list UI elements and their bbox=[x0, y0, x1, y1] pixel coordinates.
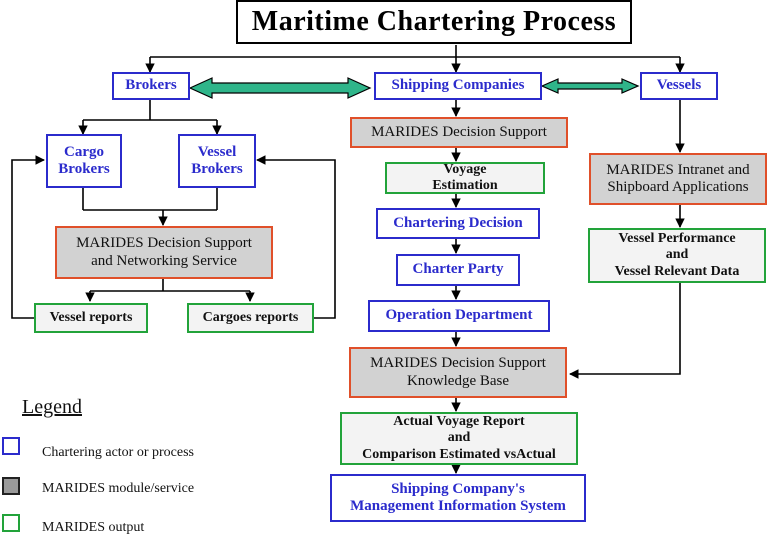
node-actual-voyage-report: Actual Voyage Report and Comparison Esti… bbox=[340, 412, 578, 465]
double-arrow-shipping-vessels bbox=[540, 78, 640, 94]
node-marides-knowledge-base: MARIDES Decision Support Knowledge Base bbox=[349, 347, 567, 398]
actual-voyage-line-1: Actual Voyage Report bbox=[393, 414, 525, 430]
double-arrow-brokers-shipping bbox=[188, 77, 372, 99]
vessel-performance-line-1: Vessel Performance bbox=[618, 231, 736, 247]
diagram-title: Maritime Chartering Process bbox=[236, 0, 632, 44]
node-cargo-brokers: Cargo Brokers bbox=[46, 134, 122, 188]
legend-swatch-actor bbox=[2, 437, 20, 455]
edge-title-bus bbox=[150, 45, 680, 58]
legend-swatch-output bbox=[2, 514, 20, 532]
edge-vessel-reports-loop bbox=[11, 155, 45, 319]
node-marides-decision-support: MARIDES Decision Support bbox=[350, 117, 568, 148]
mis-line-1: Shipping Company's bbox=[391, 480, 525, 497]
legend-title: Legend bbox=[22, 396, 82, 418]
node-shipping-companies: Shipping Companies bbox=[374, 72, 542, 100]
voyage-estimation-line-2: Estimation bbox=[432, 178, 498, 193]
vessel-brokers-line-2: Brokers bbox=[191, 161, 243, 177]
edge-performance-knowledge bbox=[569, 283, 681, 379]
node-vessel-reports: Vessel reports bbox=[34, 303, 148, 333]
knowledge-base-line-1: MARIDES Decision Support bbox=[370, 355, 546, 372]
node-vessel-brokers: Vessel Brokers bbox=[178, 134, 256, 188]
node-operation-department: Operation Department bbox=[368, 300, 550, 332]
marides-networking-line-2: and Networking Service bbox=[91, 252, 237, 269]
knowledge-base-line-2: Knowledge Base bbox=[406, 372, 510, 389]
node-charter-party: Charter Party bbox=[396, 254, 520, 286]
edge-brokers-networking-bus bbox=[82, 188, 218, 211]
vessel-performance-line-2: and bbox=[665, 247, 689, 263]
legend-label-output: MARIDES output bbox=[42, 520, 145, 535]
node-cargoes-reports: Cargoes reports bbox=[187, 303, 314, 333]
node-vessels: Vessels bbox=[640, 72, 718, 100]
marides-networking-line-1: MARIDES Decision Support bbox=[76, 235, 252, 252]
legend-label-actor: Chartering actor or process bbox=[42, 445, 194, 460]
edge-networking-reports-bus bbox=[90, 279, 250, 292]
cargo-brokers-line-1: Cargo bbox=[64, 143, 104, 160]
node-voyage-estimation: Voyage Estimation bbox=[385, 162, 545, 194]
edge-cargoes-reports-loop bbox=[256, 155, 336, 319]
node-management-information-system: Shipping Company's Management Informatio… bbox=[330, 474, 586, 522]
node-marides-intranet: MARIDES Intranet and Shipboard Applicati… bbox=[589, 153, 767, 205]
node-chartering-decision: Chartering Decision bbox=[376, 208, 540, 239]
vessel-performance-line-3: Vessel Relevant Data bbox=[614, 263, 740, 279]
cargo-brokers-line-2: Brokers bbox=[58, 161, 110, 177]
voyage-estimation-line-1: Voyage bbox=[443, 161, 487, 177]
intranet-line-1: MARIDES Intranet and bbox=[606, 161, 750, 178]
node-brokers: Brokers bbox=[112, 72, 190, 100]
node-vessel-performance: Vessel Performance and Vessel Relevant D… bbox=[588, 228, 766, 283]
vessel-brokers-line-1: Vessel bbox=[197, 143, 237, 160]
mis-line-2: Management Information System bbox=[350, 498, 566, 514]
actual-voyage-line-3: Comparison Estimated vsActual bbox=[362, 446, 556, 462]
actual-voyage-line-2: and bbox=[447, 430, 471, 446]
edge-brokers-bus bbox=[83, 100, 217, 121]
legend-label-module: MARIDES module/service bbox=[42, 481, 195, 496]
intranet-line-2: Shipboard Applications bbox=[607, 179, 749, 195]
legend-swatch-module bbox=[2, 477, 20, 495]
node-marides-networking: MARIDES Decision Support and Networking … bbox=[55, 226, 273, 279]
